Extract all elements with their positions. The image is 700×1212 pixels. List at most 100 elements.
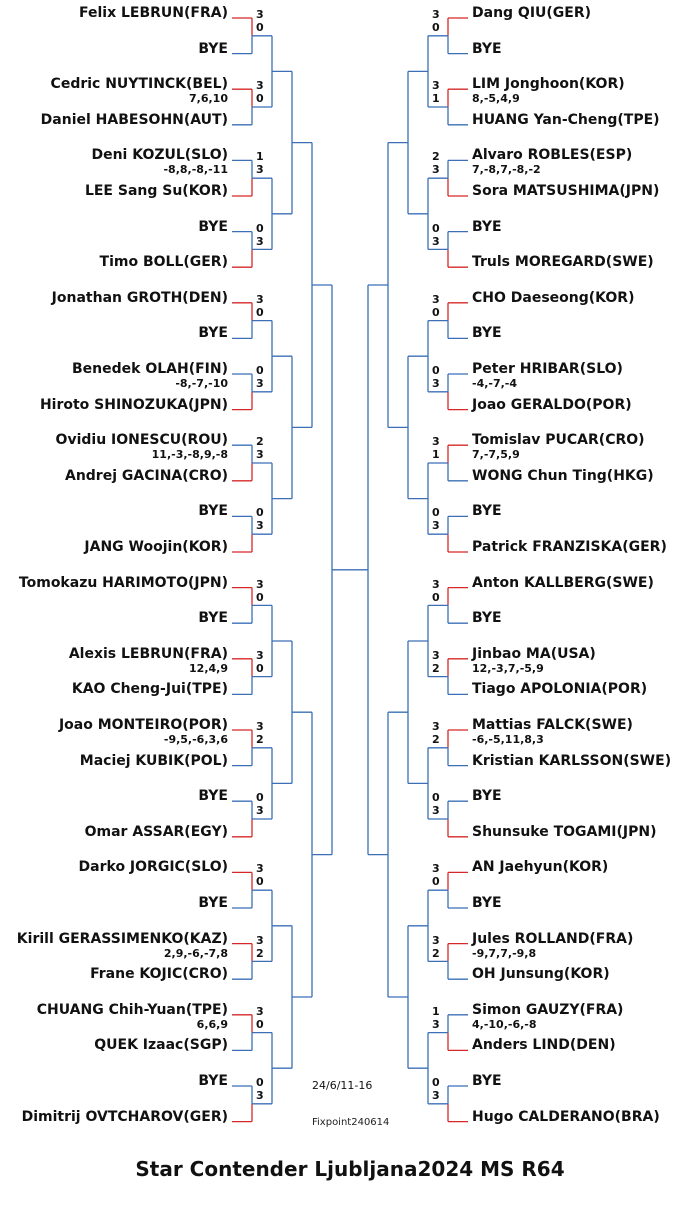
date-label: 24/6/11-16 [312, 1079, 373, 1092]
match-score: 0 [256, 791, 264, 805]
match-score: 3 [256, 804, 264, 818]
player-name: BYE [472, 1073, 502, 1089]
player-name: Tomokazu HARIMOTO(JPN) [18, 574, 228, 591]
match-score: 2 [256, 946, 264, 960]
game-scores: 12,4,9 [189, 661, 228, 675]
player-name: QUEK Izaac(SGP) [94, 1037, 228, 1054]
player-name: AN Jaehyun(KOR) [472, 859, 609, 876]
game-scores: 7,-7,5,9 [472, 448, 520, 462]
player-name: Jules ROLLAND(FRA) [472, 930, 634, 947]
player-name: Hugo CALDERANO(BRA) [472, 1108, 660, 1125]
player-name: LEE Sang Su(KOR) [84, 183, 228, 199]
match-score: 3 [256, 1089, 264, 1102]
player-name: Jinbao MA(USA) [472, 645, 596, 662]
game-scores: -9,5,-6,3,6 [163, 733, 228, 746]
player-name: Cedric NUYTINCK(BEL) [50, 76, 228, 93]
player-name: JANG Woojin(KOR) [84, 539, 228, 555]
player-name: BYE [198, 503, 228, 520]
match-score: 0 [432, 506, 440, 520]
player-name: Kirill GERASSIMENKO(KAZ) [16, 930, 228, 947]
game-scores: 7,-8,7,-8,-2 [472, 163, 541, 177]
game-scores: -9,7,7,-9,8 [472, 946, 537, 960]
player-name: Alvaro ROBLES(ESP) [472, 147, 633, 164]
game-scores: 12,-3,7,-5,9 [472, 661, 544, 675]
player-name: Alexis LEBRUN(FRA) [68, 645, 228, 662]
match-score: 3 [432, 933, 440, 947]
match-score: 3 [432, 577, 440, 591]
match-score: 2 [432, 661, 440, 675]
match-score: 2 [432, 946, 440, 960]
player-name: Jonathan GROTH(DEN) [51, 289, 228, 306]
player-name: Peter HRIBAR(SLO) [472, 361, 623, 377]
match-score: 3 [432, 435, 440, 449]
match-score: 0 [256, 1017, 264, 1031]
match-score: 3 [432, 234, 440, 248]
match-score: 3 [256, 862, 264, 876]
game-scores: 2,9,-6,-7,8 [163, 946, 228, 960]
match-score: 0 [256, 92, 264, 106]
game-scores: 4,-10,-6,-8 [472, 1017, 537, 1031]
player-name: Tiago APOLONIA(POR) [472, 681, 648, 698]
player-name: Benedek OLAH(FIN) [72, 361, 228, 377]
player-name: Ovidiu IONESCU(ROU) [55, 432, 228, 449]
match-score: 3 [256, 1004, 264, 1018]
player-name: Kristian KARLSSON(SWE) [472, 752, 672, 769]
match-score: 3 [432, 1017, 440, 1031]
player-name: Joao MONTEIRO(POR) [58, 717, 228, 733]
match-score: 0 [256, 875, 264, 889]
match-score: 3 [256, 720, 264, 733]
match-score: 0 [432, 590, 440, 604]
match-score: 3 [432, 648, 440, 662]
match-score: 3 [432, 804, 440, 818]
match-score: 3 [432, 720, 440, 733]
match-score: 3 [256, 377, 264, 390]
player-name: OH Junsung(KOR) [472, 966, 610, 983]
match-score: 3 [256, 648, 264, 662]
match-score: 1 [256, 150, 264, 164]
game-scores: 8,-5,4,9 [472, 92, 520, 106]
match-score: 3 [432, 79, 440, 93]
match-score: 0 [432, 305, 440, 319]
player-name: BYE [472, 788, 502, 805]
match-score: 3 [256, 933, 264, 947]
game-scores: -8,8,-8,-11 [163, 163, 228, 177]
player-name: Frane KOJIC(CRO) [90, 966, 228, 983]
match-score: 3 [256, 234, 264, 248]
player-name: Felix LEBRUN(FRA) [79, 5, 228, 21]
player-name: BYE [472, 610, 502, 627]
player-name: Anton KALLBERG(SWE) [472, 574, 654, 591]
player-name: BYE [198, 895, 228, 911]
match-score: 2 [256, 435, 264, 449]
match-score: 3 [432, 163, 440, 177]
match-score: 2 [256, 733, 264, 746]
player-name: CHUANG Chih-Yuan(TPE) [36, 1001, 228, 1018]
match-score: 3 [432, 862, 440, 876]
player-name: BYE [198, 788, 228, 805]
match-score: 0 [432, 875, 440, 889]
match-score: 3 [432, 1089, 440, 1102]
player-name: BYE [472, 325, 502, 342]
match-score: 3 [432, 519, 440, 533]
match-score: 3 [256, 577, 264, 591]
player-name: Hiroto SHINOZUKA(JPN) [39, 396, 228, 413]
match-score: 0 [256, 661, 264, 675]
match-score: 0 [432, 221, 440, 235]
match-score: 0 [432, 791, 440, 805]
player-name: Shunsuke TOGAMI(JPN) [472, 823, 657, 840]
player-name: CHO Daeseong(KOR) [472, 289, 635, 306]
game-scores: -8,-7,-10 [175, 377, 228, 390]
version-label: Fixpoint240614 [312, 1117, 390, 1128]
match-score: 0 [256, 364, 264, 377]
match-score: 0 [256, 305, 264, 319]
match-score: 3 [432, 292, 440, 306]
player-name: BYE [472, 895, 502, 911]
player-name: BYE [472, 218, 502, 235]
player-name: Dang QIU(GER) [472, 5, 592, 21]
match-score: 0 [256, 506, 264, 520]
player-name: BYE [198, 1073, 228, 1089]
player-name: Maciej KUBIK(POL) [79, 752, 228, 769]
match-score: 2 [432, 150, 440, 164]
player-name: Simon GAUZY(FRA) [472, 1001, 624, 1018]
game-scores: 7,6,10 [189, 92, 228, 106]
